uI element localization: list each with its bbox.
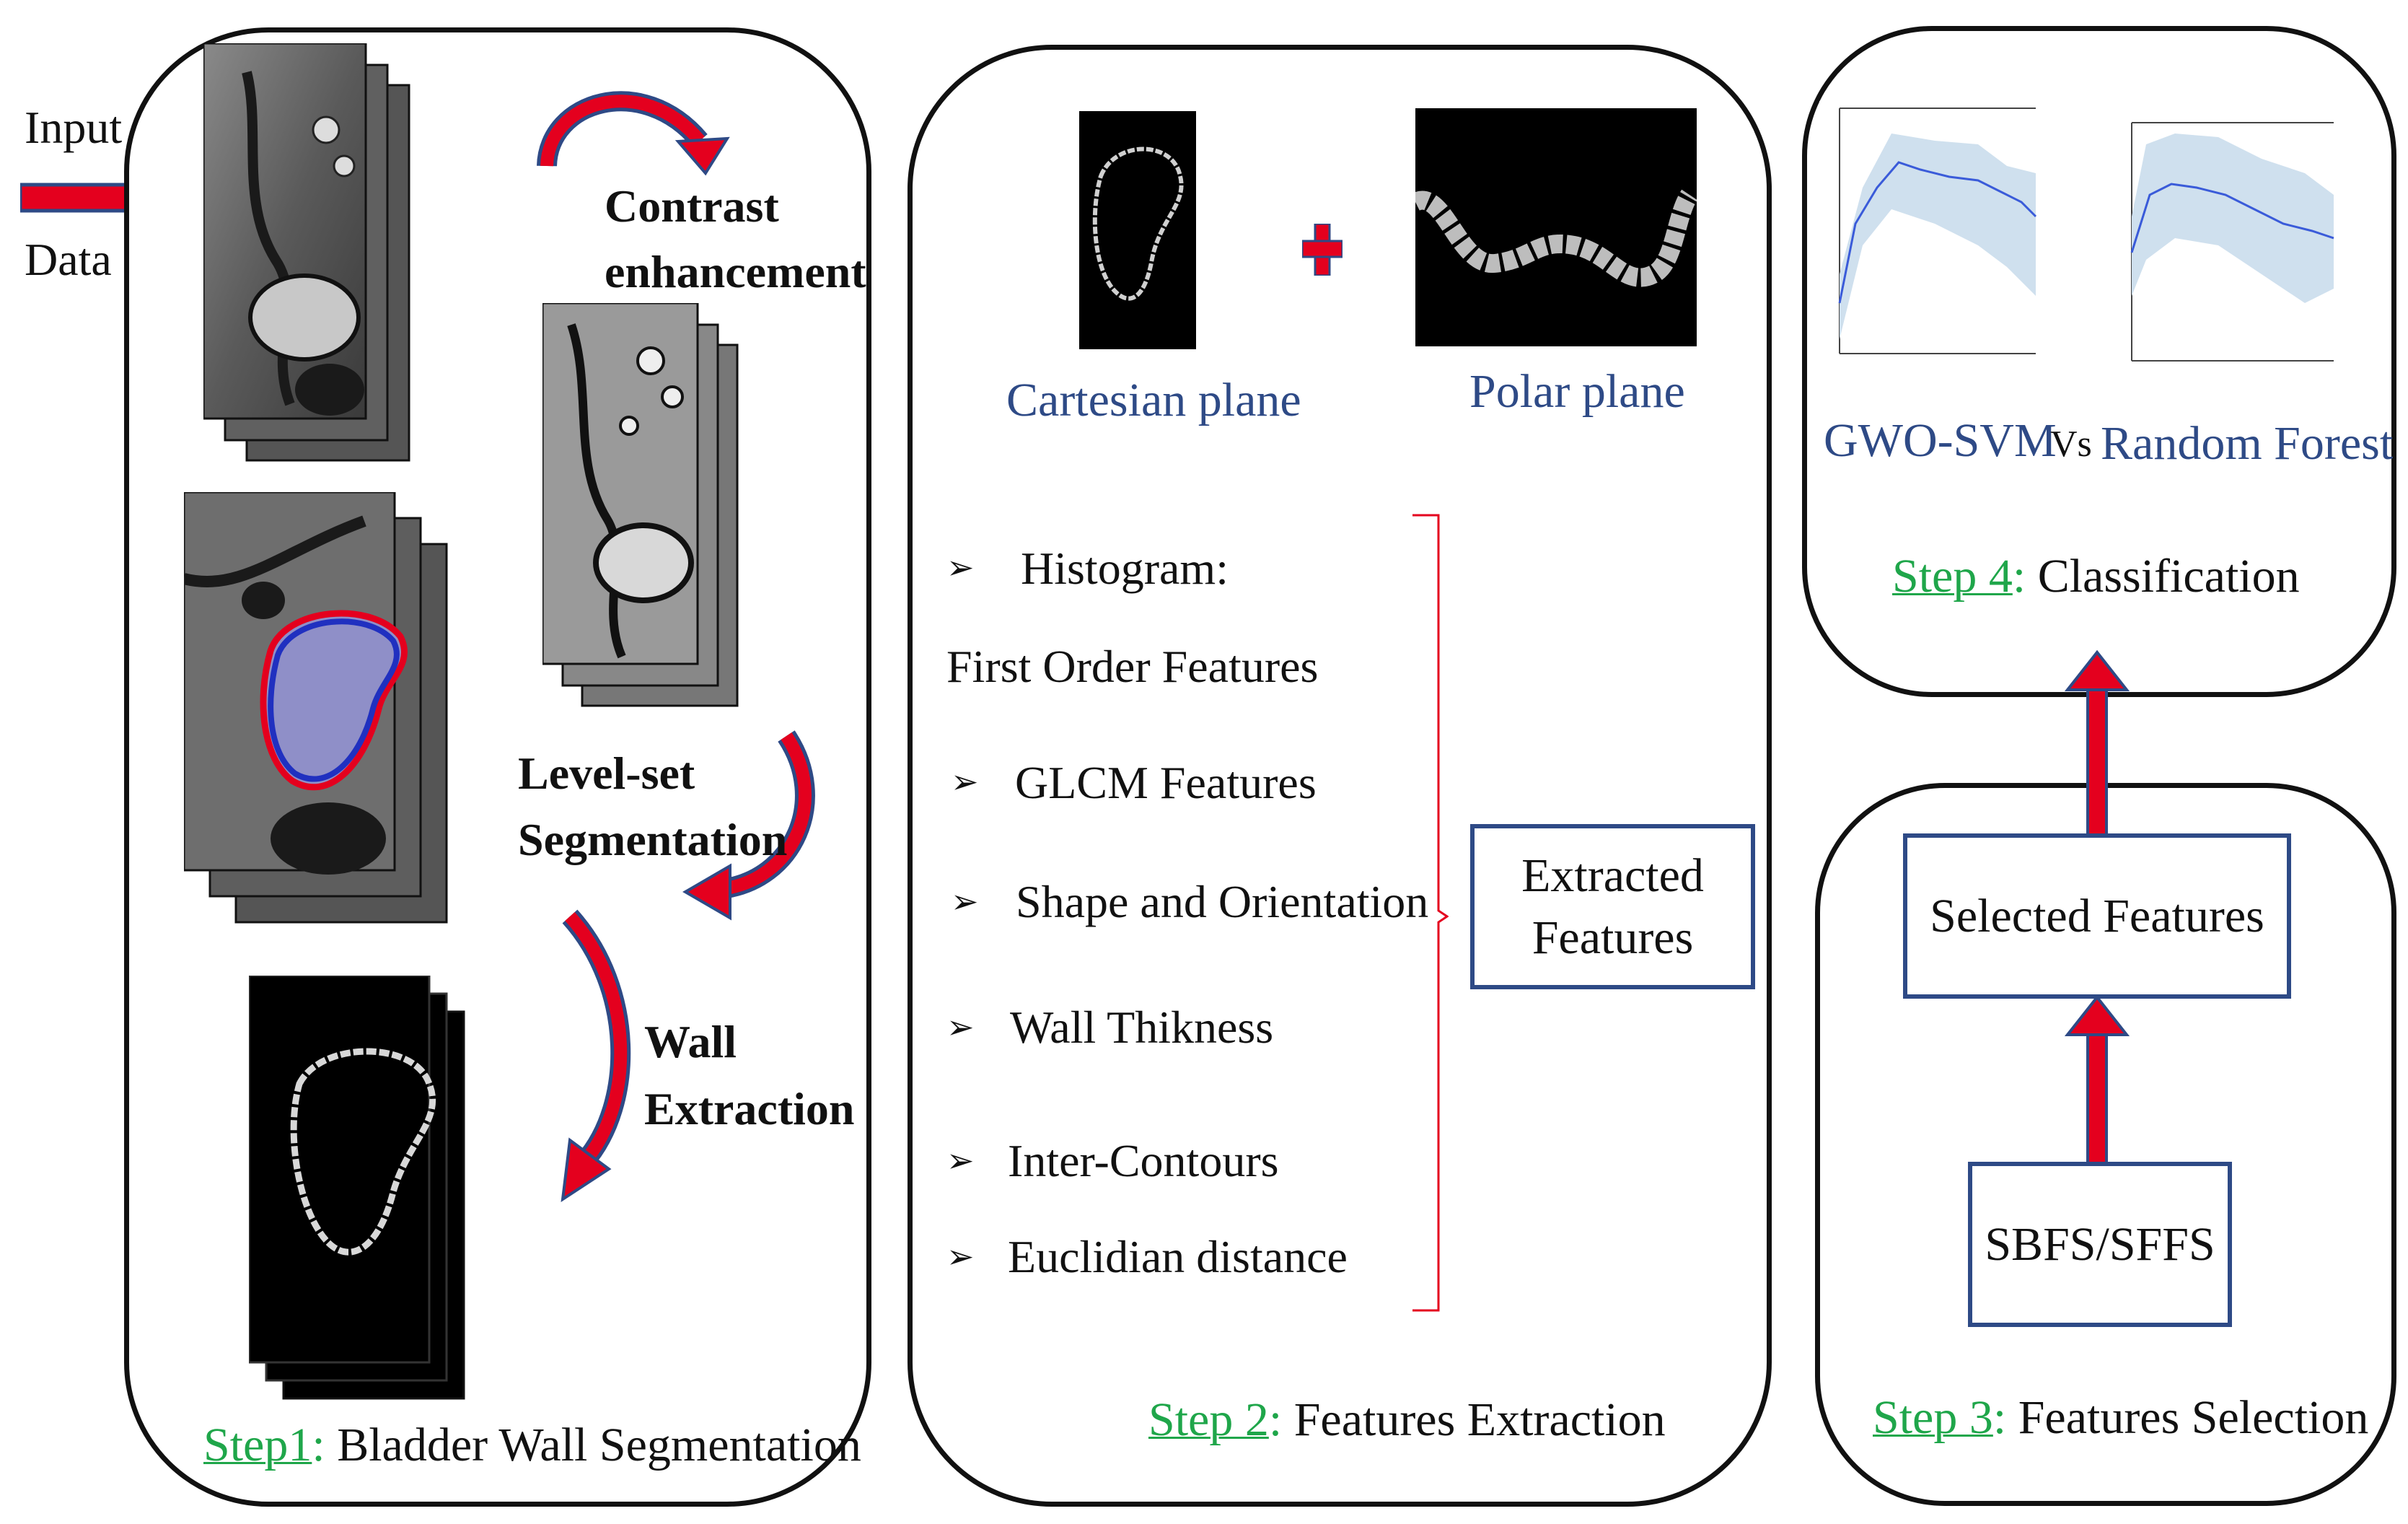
step1-title: Bladder Wall Segmentation bbox=[325, 1419, 861, 1471]
step4-colon: : bbox=[2012, 550, 2026, 603]
step4-title: Classification bbox=[2026, 550, 2300, 603]
cartesian-image bbox=[1079, 111, 1196, 349]
levelset-label-line2: Segmentation bbox=[518, 814, 788, 865]
step3-label: Step 3: Features Selection bbox=[1873, 1394, 2368, 1442]
arrow-up-to-selected-icon bbox=[2065, 994, 2130, 1168]
extracted-features-line1: Extracted bbox=[1521, 849, 1704, 902]
mri-segmentation-stack bbox=[184, 492, 448, 924]
step4-label: Step 4: Classification bbox=[1892, 553, 2300, 600]
bullet-icon: ➢ bbox=[951, 762, 979, 801]
step2-number: Step 2 bbox=[1148, 1393, 1269, 1446]
step3-number: Step 3 bbox=[1873, 1391, 1993, 1444]
arrow-up-to-classification-icon bbox=[2065, 649, 2130, 837]
polar-label: Polar plane bbox=[1469, 365, 1685, 418]
vs-label: Vs bbox=[2050, 424, 2092, 465]
plus-icon bbox=[1302, 224, 1343, 276]
gwo-svm-plot bbox=[1819, 101, 2050, 375]
step3-title: Features Selection bbox=[2006, 1391, 2369, 1444]
levelset-arrow-icon bbox=[682, 730, 815, 921]
bullet-icon: ➢ bbox=[946, 1007, 975, 1046]
contrast-label-line1: Contrast bbox=[605, 180, 779, 232]
bullet-icon: ➢ bbox=[946, 1237, 975, 1276]
feature-euclid: Euclidian distance bbox=[1008, 1231, 1348, 1282]
step2-title: Features Extraction bbox=[1282, 1393, 1666, 1446]
selected-features-box: Selected Features bbox=[1903, 833, 2291, 999]
random-forest-plot bbox=[2117, 115, 2348, 375]
mri-enhanced-stack bbox=[542, 303, 739, 707]
step4-number: Step 4 bbox=[1892, 550, 2013, 603]
step2-label: Step 2: Features Extraction bbox=[1148, 1396, 1666, 1444]
contrast-label-line2: enhancement bbox=[605, 246, 866, 297]
step1-number: Step1 bbox=[203, 1419, 312, 1471]
random-forest-label: Random Forest bbox=[2101, 417, 2394, 470]
cartesian-label: Cartesian plane bbox=[1006, 374, 1301, 426]
wall-label-line2: Extraction bbox=[644, 1083, 855, 1134]
feature-wall: Wall Thikness bbox=[1010, 1002, 1274, 1053]
step2-colon: : bbox=[1268, 1393, 1283, 1446]
mri-input-stack bbox=[203, 43, 410, 462]
step3-colon: : bbox=[1992, 1391, 2007, 1444]
wall-label-line1: Wall bbox=[644, 1016, 737, 1067]
input-label-line1: Input bbox=[25, 102, 123, 153]
bullet-icon: ➢ bbox=[951, 882, 979, 921]
extracted-features-box: Extracted Features bbox=[1470, 824, 1755, 989]
polar-image bbox=[1415, 108, 1697, 346]
levelset-label-line1: Level-set bbox=[518, 748, 695, 799]
feature-shape: Shape and Orientation bbox=[1016, 876, 1429, 927]
feature-brace bbox=[1412, 514, 1449, 1312]
bullet-icon: ➢ bbox=[946, 1141, 975, 1180]
contrast-arrow-icon bbox=[537, 91, 730, 176]
gwo-svm-label: GWO-SVM bbox=[1824, 414, 2057, 467]
selected-features-text: Selected Features bbox=[1930, 889, 2264, 942]
step1-colon: : bbox=[312, 1419, 325, 1471]
feature-inter: Inter-Contours bbox=[1008, 1135, 1279, 1186]
feature-glcm: GLCM Features bbox=[1015, 757, 1317, 808]
input-label-line2: Data bbox=[25, 234, 112, 285]
bullet-icon: ➢ bbox=[946, 548, 975, 587]
wall-extraction-stack bbox=[249, 976, 465, 1400]
feature-first-order: First Order Features bbox=[946, 641, 1319, 692]
feature-histogram: Histogram: bbox=[1021, 543, 1229, 594]
wall-arrow-icon bbox=[561, 909, 631, 1203]
sbfs-sffs-box: SBFS/SFFS bbox=[1968, 1162, 2232, 1327]
extracted-features-line2: Features bbox=[1532, 911, 1694, 964]
sbfs-sffs-text: SBFS/SFFS bbox=[1985, 1217, 2215, 1271]
step1-label: Step1: Bladder Wall Segmentation bbox=[203, 1422, 861, 1469]
